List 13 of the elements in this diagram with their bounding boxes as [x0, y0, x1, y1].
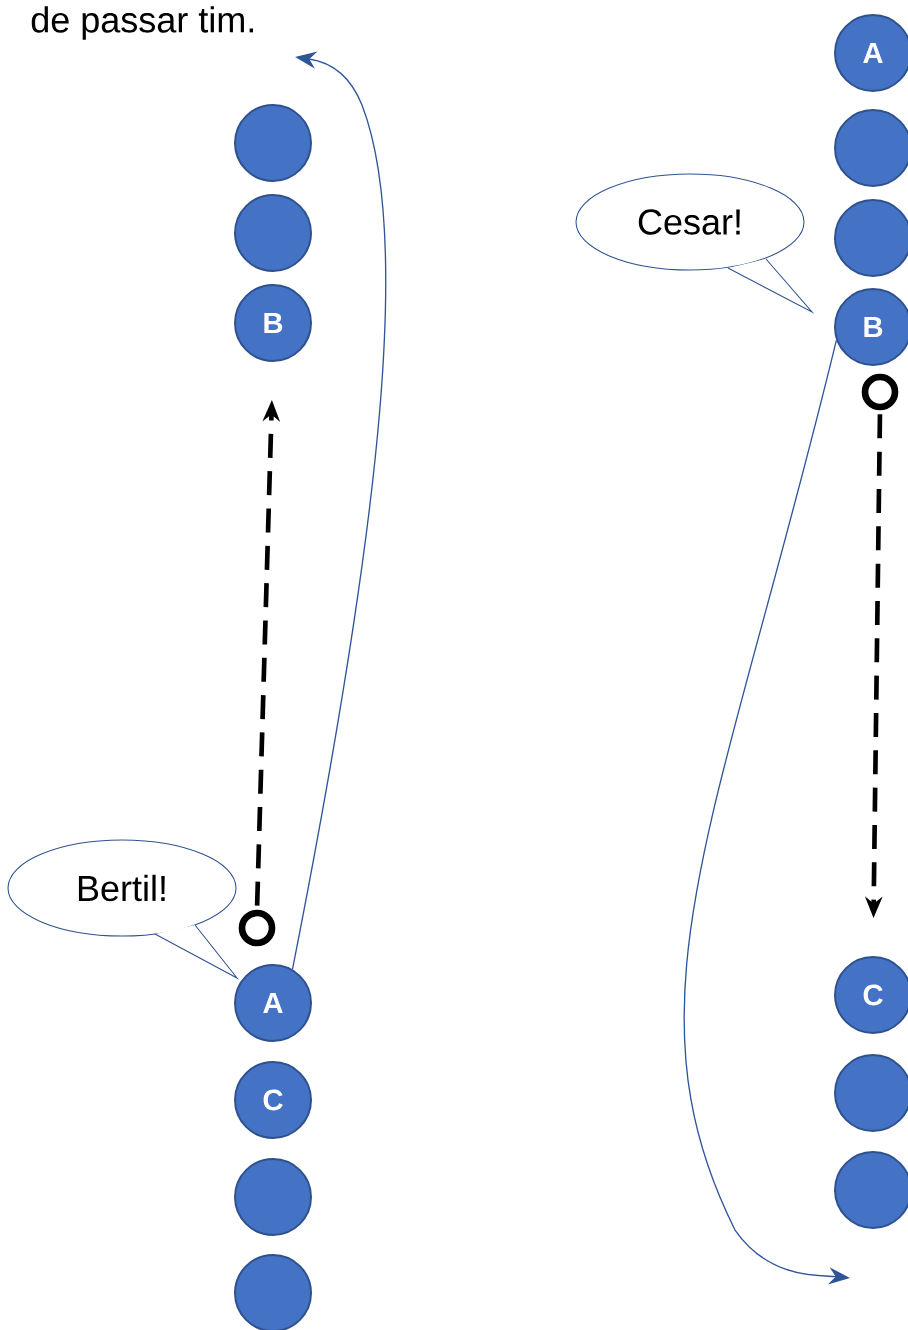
speech-bubble: Cesar!: [575, 173, 815, 314]
heading-text: de passar tim.: [31, 6, 253, 40]
circle: [834, 199, 908, 277]
circle: [234, 1158, 312, 1236]
speech-bubble: Bertil!: [7, 839, 240, 980]
ring-marker: [238, 909, 276, 947]
ring-marker: [861, 373, 899, 411]
circle: [834, 1151, 908, 1229]
circle: [234, 104, 312, 182]
circle: [234, 1254, 312, 1330]
circle: [834, 1054, 908, 1132]
circle: [834, 109, 908, 187]
circle: [234, 194, 312, 272]
